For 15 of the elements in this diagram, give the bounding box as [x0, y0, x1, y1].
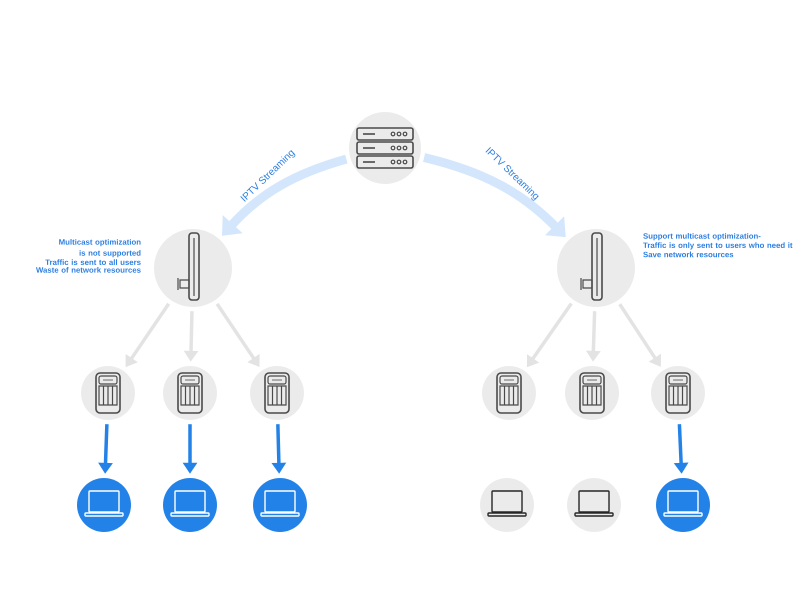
- access-point-circle: [154, 229, 232, 307]
- laptop-circle: [567, 478, 621, 532]
- laptop-circle: [253, 478, 307, 532]
- laptop-circle: [77, 478, 131, 532]
- laptop-circle: [656, 478, 710, 532]
- switch-circle: [250, 366, 304, 420]
- switch-circle: [81, 366, 135, 420]
- laptop-circle: [163, 478, 217, 532]
- server-circle: [349, 112, 421, 184]
- laptop-circle: [480, 478, 534, 532]
- access-point-circle: [557, 229, 635, 307]
- switch-circle: [565, 366, 619, 420]
- switch-circle: [163, 366, 217, 420]
- switch-circle: [651, 366, 705, 420]
- switch-circle: [482, 366, 536, 420]
